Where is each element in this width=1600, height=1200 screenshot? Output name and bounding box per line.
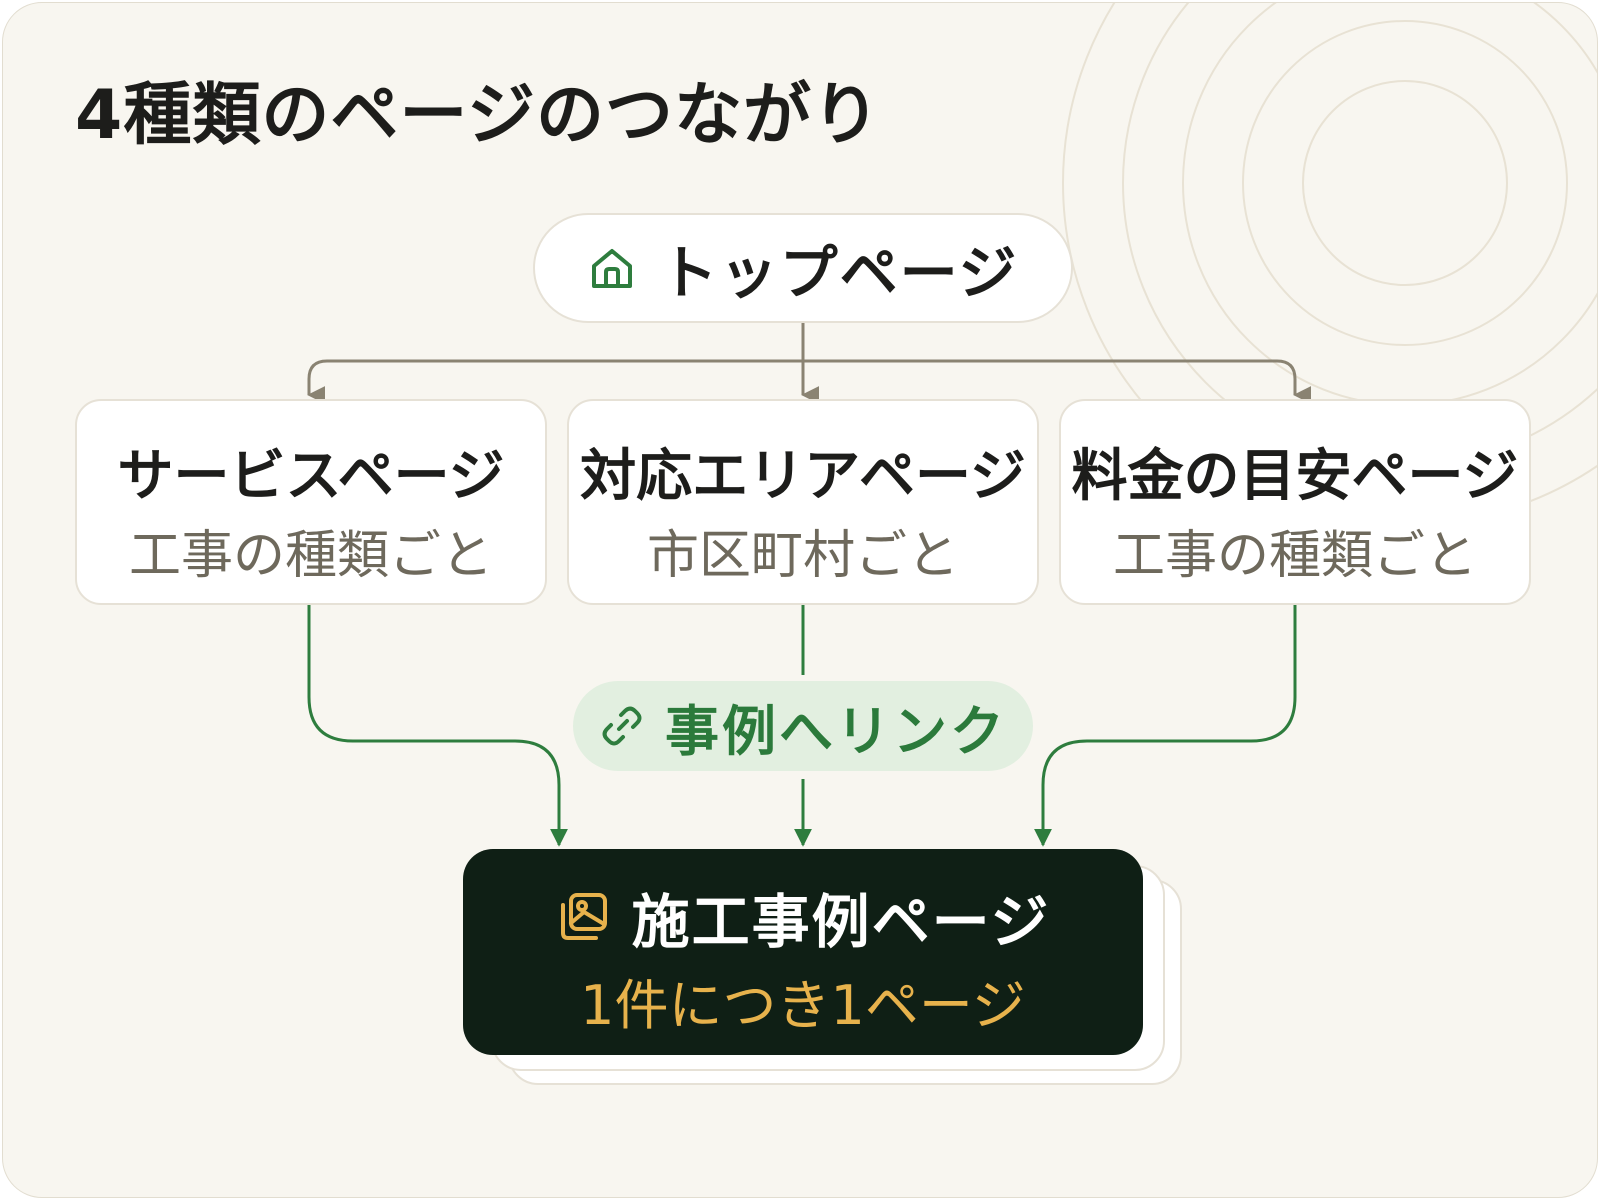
area-page-subtitle: 市区町村ごと — [646, 526, 959, 586]
gallery-icon — [556, 890, 610, 944]
price-page-title: 料金の目安ページ — [1071, 444, 1519, 509]
price-page-subtitle: 工事の種類ごと — [1112, 526, 1477, 586]
home-icon — [588, 244, 636, 292]
top-page-label: トップページ — [659, 239, 1019, 307]
link-icon — [599, 703, 645, 749]
page-title: 4種類のページのつながり — [75, 76, 881, 155]
link-to-cases-badge: 事例へリンク — [573, 681, 1033, 771]
service-page-title: サービスページ — [117, 444, 505, 509]
area-page-title: 対応エリアページ — [580, 444, 1026, 509]
case-page-title: 施工事例ページ — [631, 888, 1051, 956]
area-page-node: 対応エリアページ 市区町村ごと — [567, 399, 1039, 605]
top-connectors — [307, 323, 1312, 404]
case-page-node: 施工事例ページ 1件につき1ページ — [463, 849, 1143, 1055]
case-page-subtitle: 1件につき1ページ — [580, 974, 1026, 1037]
price-page-node: 料金の目安ページ 工事の種類ごと — [1059, 399, 1531, 605]
connector-lines — [307, 323, 1312, 847]
link-to-cases-label: 事例へリンク — [665, 699, 1007, 763]
case-connectors — [307, 605, 1297, 847]
service-page-node: サービスページ 工事の種類ごと — [75, 399, 547, 605]
top-page-node: トップページ — [533, 213, 1073, 323]
service-page-subtitle: 工事の種類ごと — [128, 526, 493, 586]
